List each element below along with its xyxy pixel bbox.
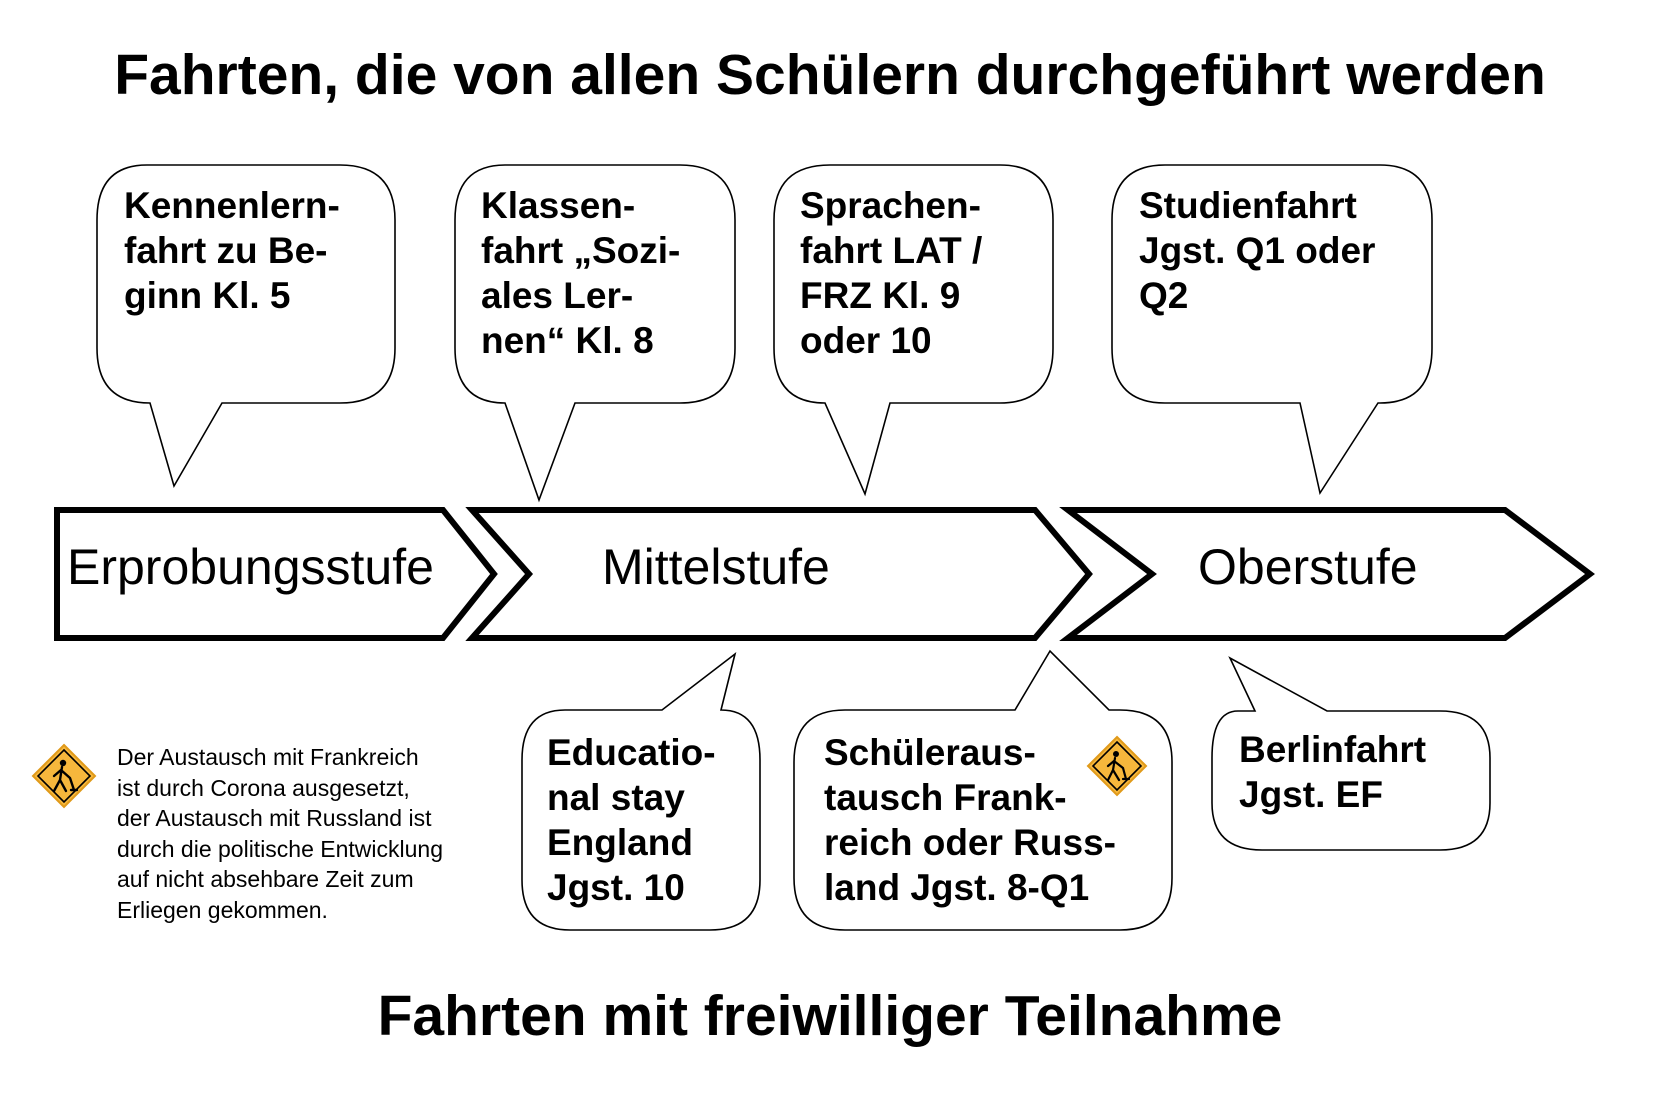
- construction-warning-icon: [31, 743, 97, 809]
- exchange-suspension-note: Der Austausch mit Frankreich ist durch C…: [117, 744, 444, 923]
- speech-bubble-studienfahrt: [1111, 164, 1433, 496]
- speech-bubble-kennenlernfahrt: [96, 164, 396, 489]
- trip-studienfahrt: Studienfahrt Jgst. Q1 oder Q2: [1139, 185, 1376, 316]
- trip-schueleraustausch: Schüleraus- tausch Frank- reich oder Rus…: [824, 732, 1116, 908]
- speech-bubble-schueleraustausch: [793, 649, 1173, 931]
- stage-label-oberstufe: Oberstufe: [1198, 539, 1418, 595]
- trip-berlinfahrt: Berlinfahrt Jgst. EF: [1239, 729, 1427, 815]
- speech-bubble-educational-stay: [521, 651, 761, 931]
- stage-label-erprobungsstufe: Erprobungsstufe: [67, 539, 434, 595]
- speech-bubble-sprachenfahrt: [773, 164, 1054, 497]
- stage-arrow-oberstufe: [1059, 507, 1595, 641]
- speech-bubble-berlinfahrt: [1211, 656, 1491, 851]
- stage-arrow-erprobungsstufe: [54, 507, 498, 641]
- speech-bubble-klassenfahrt: [454, 164, 736, 503]
- title-voluntary-trips: Fahrten mit freiwilliger Teilnahme: [377, 984, 1283, 1048]
- trip-sprachenfahrt: Sprachen- fahrt LAT / FRZ Kl. 9 oder 10: [800, 185, 983, 361]
- trip-klassenfahrt: Klassen- fahrt „Sozi- ales Ler- nen“ Kl.…: [481, 185, 681, 361]
- trip-kennenlernfahrt: Kennenlern- fahrt zu Be- ginn Kl. 5: [124, 185, 340, 316]
- trip-educational-stay: Educatio- nal stay England Jgst. 10: [547, 732, 716, 908]
- stage-arrow-mittelstufe: [465, 507, 1093, 641]
- title-mandatory-trips: Fahrten, die von allen Schülern durchgef…: [114, 43, 1546, 107]
- construction-warning-icon: [1086, 735, 1148, 797]
- stage-label-mittelstufe: Mittelstufe: [602, 539, 830, 595]
